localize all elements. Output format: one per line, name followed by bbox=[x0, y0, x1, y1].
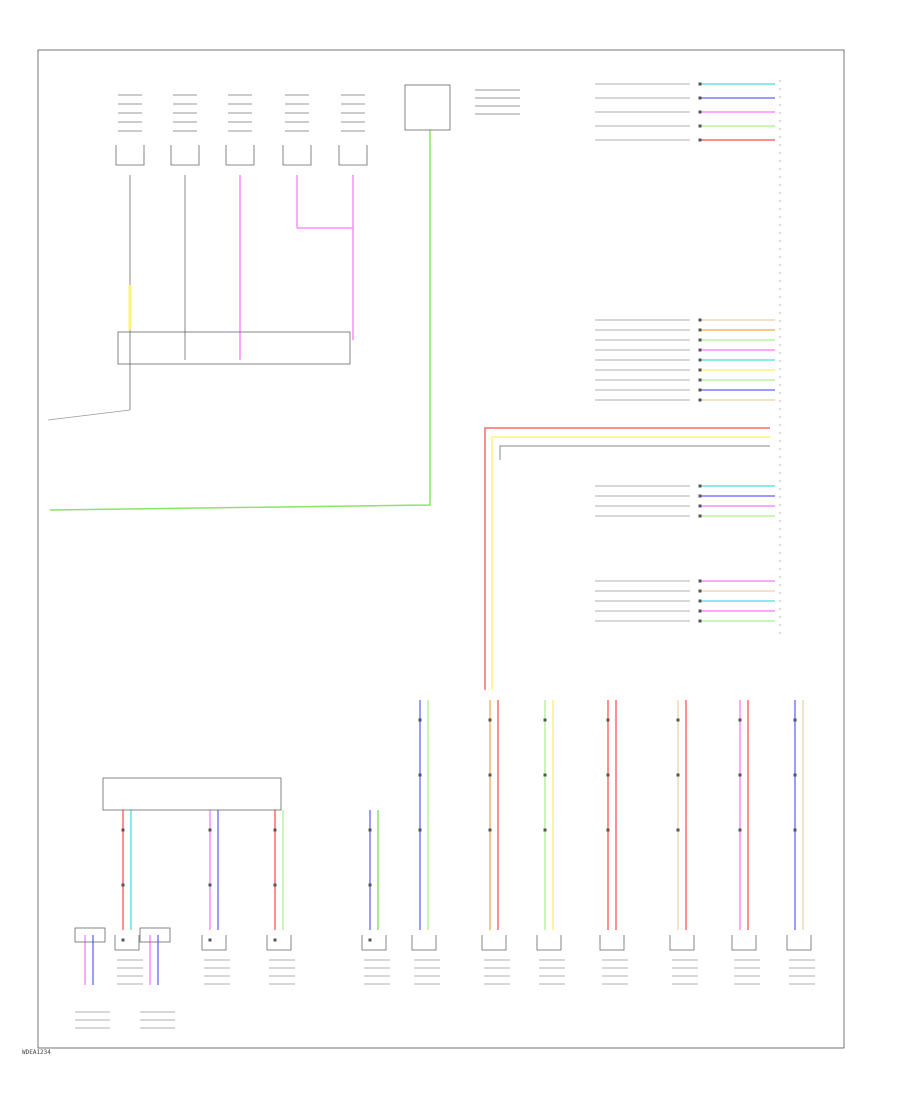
joint-connector-bottom bbox=[102, 777, 282, 811]
bottom-pin-9-2 bbox=[676, 828, 680, 832]
bottom-pin-1-2 bbox=[121, 938, 125, 942]
diagram-border bbox=[37, 49, 845, 1049]
right-top-pin-5 bbox=[698, 138, 702, 142]
bottom-pin-7-2 bbox=[543, 828, 547, 832]
wire-layer bbox=[47, 83, 804, 985]
bottom-pin-1-0 bbox=[121, 828, 125, 832]
bottom-component-10-bracket bbox=[731, 935, 757, 951]
bottom-component-3-bracket bbox=[266, 935, 292, 951]
right-mid-pin-9 bbox=[698, 398, 702, 402]
right-top-pin-1 bbox=[698, 82, 702, 86]
sensor-1-bracket bbox=[115, 145, 145, 166]
right-top-pin-3 bbox=[698, 110, 702, 114]
wire-red-trunk bbox=[484, 427, 770, 690]
bottom-pin-11-1 bbox=[793, 773, 797, 777]
wire-gray-trunk bbox=[499, 445, 770, 460]
bottom-pin-7-1 bbox=[543, 773, 547, 777]
relay-box-top bbox=[404, 84, 451, 131]
bottom-pin-6-0 bbox=[488, 718, 492, 722]
bottom-pin-10-1 bbox=[738, 773, 742, 777]
right-mid-pin-2 bbox=[698, 328, 702, 332]
bottom-component-5-bracket bbox=[411, 935, 437, 951]
diagram-code: WDEA1234 bbox=[22, 1049, 51, 1056]
bottom-component-8-bracket bbox=[599, 935, 625, 951]
right-bottom-pin-1 bbox=[698, 579, 702, 583]
right-top-pin-4 bbox=[698, 124, 702, 128]
right-top-pin-2 bbox=[698, 96, 702, 100]
right-low-pin-4 bbox=[698, 514, 702, 518]
bottom-pin-5-0 bbox=[418, 718, 422, 722]
bottom-pin-3-1 bbox=[273, 883, 277, 887]
bottom-pin-7-0 bbox=[543, 718, 547, 722]
right-mid-pin-5 bbox=[698, 358, 702, 362]
sensor-3-bracket bbox=[225, 145, 255, 166]
bottom-component-6-bracket bbox=[481, 935, 507, 951]
bottom-pin-4-1 bbox=[368, 883, 372, 887]
left-sensor-2-connector bbox=[139, 927, 171, 943]
bottom-pin-2-1 bbox=[208, 883, 212, 887]
bottom-pin-8-2 bbox=[606, 828, 610, 832]
joint-connector-top bbox=[117, 331, 351, 365]
right-low-pin-2 bbox=[698, 494, 702, 498]
left-sensor-1-connector bbox=[74, 927, 106, 943]
sensor-5-bracket bbox=[338, 145, 368, 166]
right-low-pin-1 bbox=[698, 484, 702, 488]
bottom-pin-9-0 bbox=[676, 718, 680, 722]
sensor-2-bracket bbox=[170, 145, 200, 166]
right-mid-pin-7 bbox=[698, 378, 702, 382]
bottom-pin-4-2 bbox=[368, 938, 372, 942]
bottom-component-7-bracket bbox=[536, 935, 562, 951]
right-bottom-pin-2 bbox=[698, 589, 702, 593]
right-mid-pin-8 bbox=[698, 388, 702, 392]
right-mid-pin-6 bbox=[698, 368, 702, 372]
bottom-pin-3-2 bbox=[273, 938, 277, 942]
bottom-pin-10-0 bbox=[738, 718, 742, 722]
wire-ground-left bbox=[47, 409, 131, 421]
bottom-pin-8-0 bbox=[606, 718, 610, 722]
bottom-pin-11-0 bbox=[793, 718, 797, 722]
bottom-pin-5-2 bbox=[418, 828, 422, 832]
bottom-pin-11-2 bbox=[793, 828, 797, 832]
bottom-component-11-bracket bbox=[786, 935, 812, 951]
connector-layer bbox=[102, 80, 797, 942]
bottom-pin-1-1 bbox=[121, 883, 125, 887]
right-low-pin-3 bbox=[698, 504, 702, 508]
sensor-4-bracket bbox=[282, 145, 312, 166]
bottom-pin-10-2 bbox=[738, 828, 742, 832]
right-bottom-pin-5 bbox=[698, 619, 702, 623]
right-bottom-pin-3 bbox=[698, 599, 702, 603]
bottom-pin-4-0 bbox=[368, 828, 372, 832]
bottom-pin-5-1 bbox=[418, 773, 422, 777]
bottom-component-4-bracket bbox=[361, 935, 387, 951]
bottom-pin-8-1 bbox=[606, 773, 610, 777]
wire-yellow-trunk bbox=[491, 436, 770, 690]
right-mid-pin-3 bbox=[698, 338, 702, 342]
bottom-component-9-bracket bbox=[669, 935, 695, 951]
bottom-component-2-bracket bbox=[201, 935, 227, 951]
bottom-pin-6-2 bbox=[488, 828, 492, 832]
bottom-pin-3-0 bbox=[273, 828, 277, 832]
bottom-pin-2-0 bbox=[208, 828, 212, 832]
right-bottom-pin-4 bbox=[698, 609, 702, 613]
bottom-component-1-bracket bbox=[114, 935, 140, 951]
wire-green-main bbox=[49, 130, 431, 511]
right-mid-pin-4 bbox=[698, 348, 702, 352]
right-mid-pin-1 bbox=[698, 318, 702, 322]
diagram-frame bbox=[37, 49, 845, 1049]
component-layer bbox=[74, 83, 815, 1029]
bottom-pin-2-2 bbox=[208, 938, 212, 942]
bottom-pin-9-1 bbox=[676, 773, 680, 777]
bottom-pin-6-1 bbox=[488, 773, 492, 777]
